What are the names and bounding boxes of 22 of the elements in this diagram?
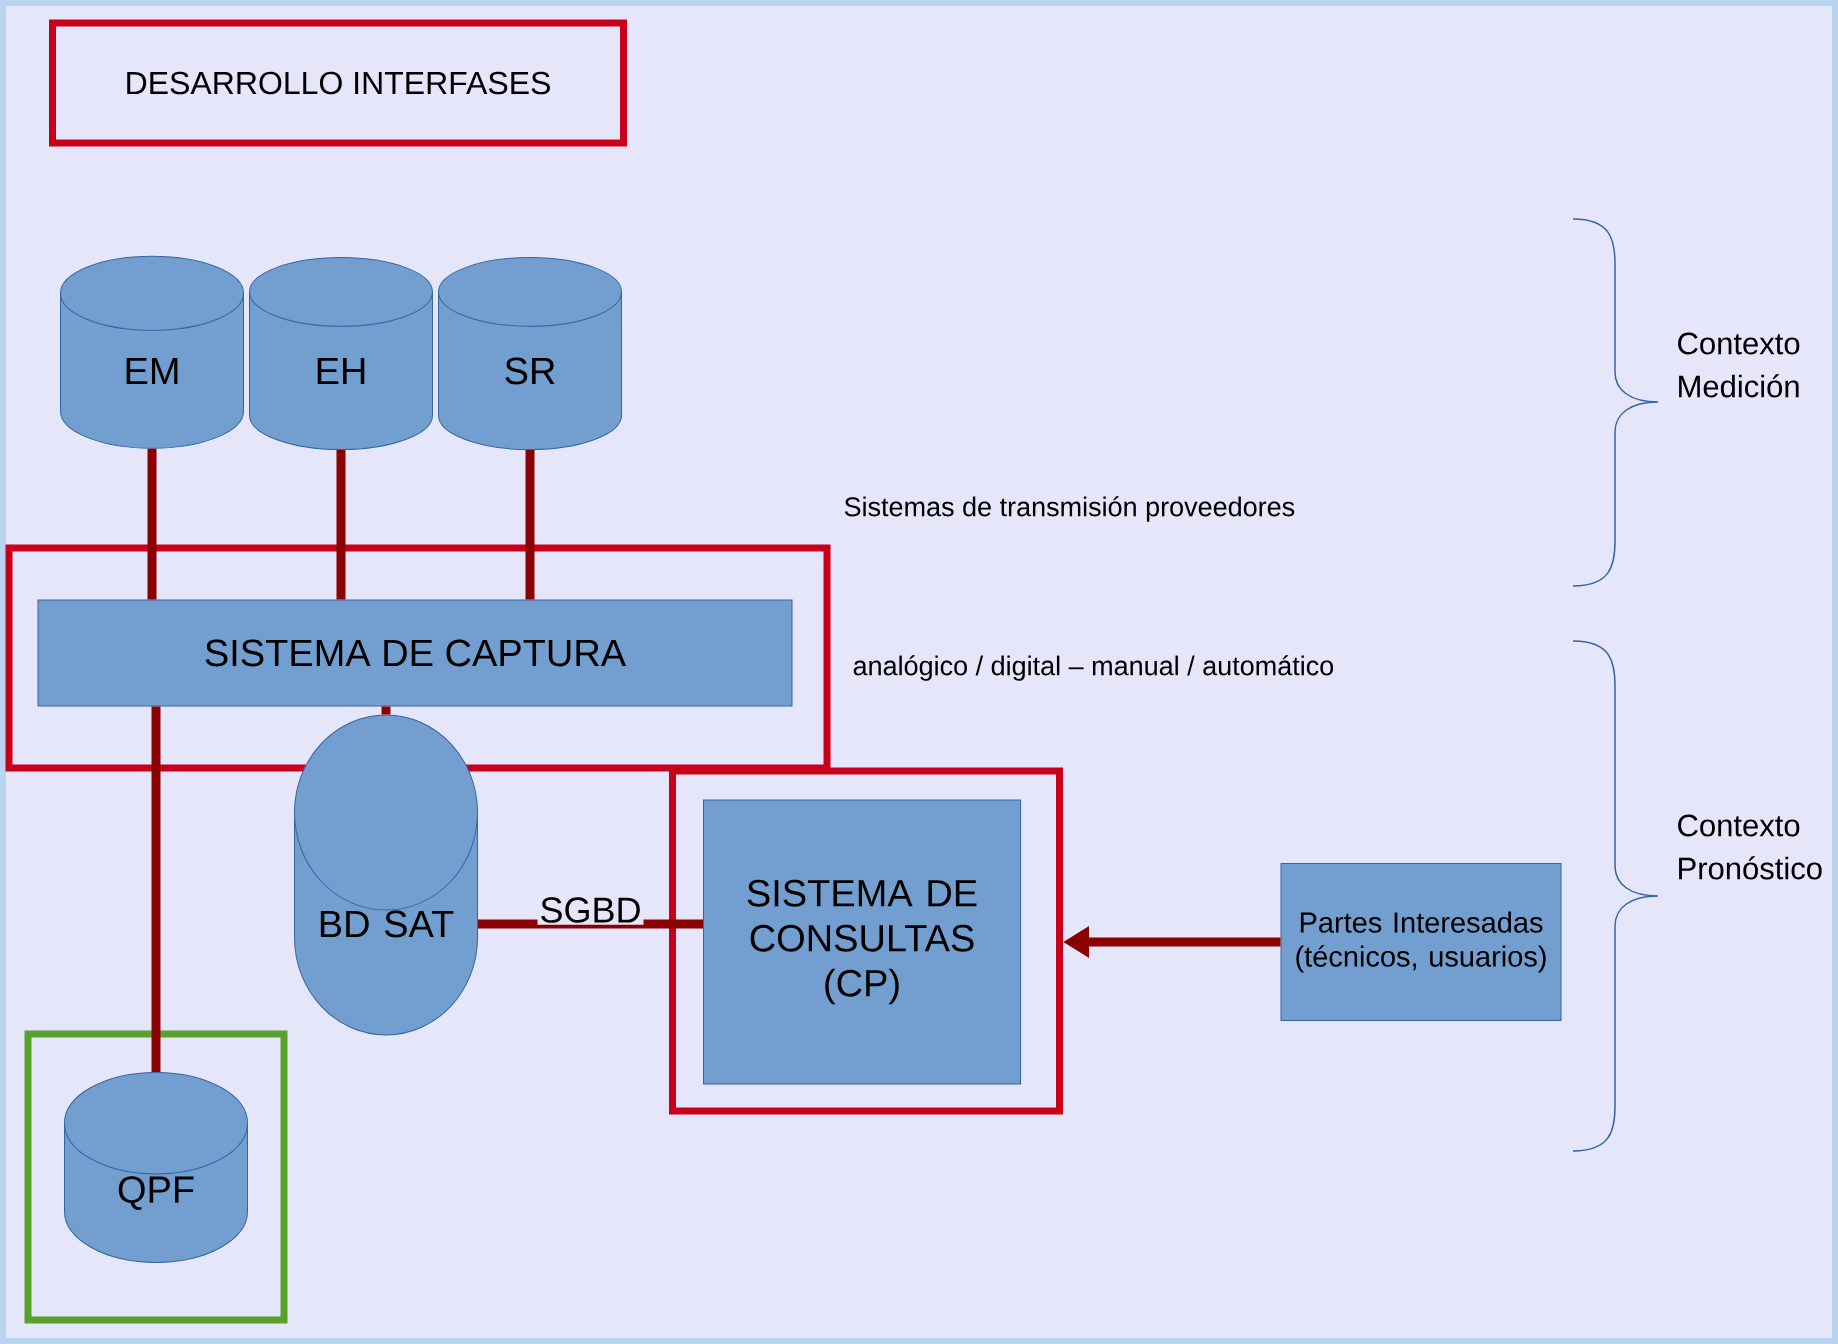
connector <box>478 919 703 929</box>
connector <box>336 450 346 600</box>
note-text: Contexto Medición <box>1678 332 1800 398</box>
connector <box>525 450 535 600</box>
note-text: analógico / digital – manual / automático <box>853 655 1334 681</box>
note-text: Contexto Pronóstico <box>1678 814 1822 880</box>
database-cylinder: SR <box>438 257 622 451</box>
frame-box: DESARROLLO INTERFASES <box>49 19 627 147</box>
database-cylinder: QPF <box>64 1071 248 1263</box>
process-box: SISTEMA DE CAPTURA <box>37 599 793 707</box>
database-cylinder: EM <box>60 255 244 449</box>
connector <box>381 706 391 715</box>
database-cylinder: EH <box>249 257 433 451</box>
process-box: SISTEMA DE CONSULTAS (CP) <box>703 799 1021 1085</box>
edge-label: SGBD <box>537 895 644 925</box>
frame <box>5 544 831 772</box>
connector <box>151 706 161 1072</box>
note-text: Sistemas de transmisión proveedores <box>844 496 1295 522</box>
frame <box>669 767 1063 1115</box>
frame <box>24 1030 288 1324</box>
connector <box>147 448 157 600</box>
process-box: Partes Interesadas (técnicos, usuarios) <box>1280 863 1562 1021</box>
